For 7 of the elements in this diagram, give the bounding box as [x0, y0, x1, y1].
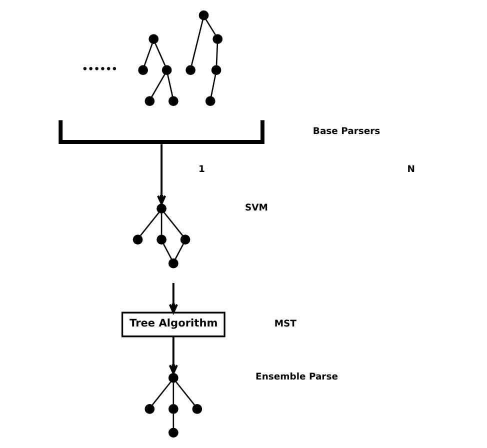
label: N	[406, 164, 414, 176]
label: Ensemble Parse	[255, 372, 338, 383]
label: SVM	[244, 202, 268, 214]
label: Base Parsers	[312, 126, 380, 137]
label: MST	[274, 318, 296, 330]
label: ••••••	[82, 64, 117, 75]
label: 1	[198, 164, 204, 176]
